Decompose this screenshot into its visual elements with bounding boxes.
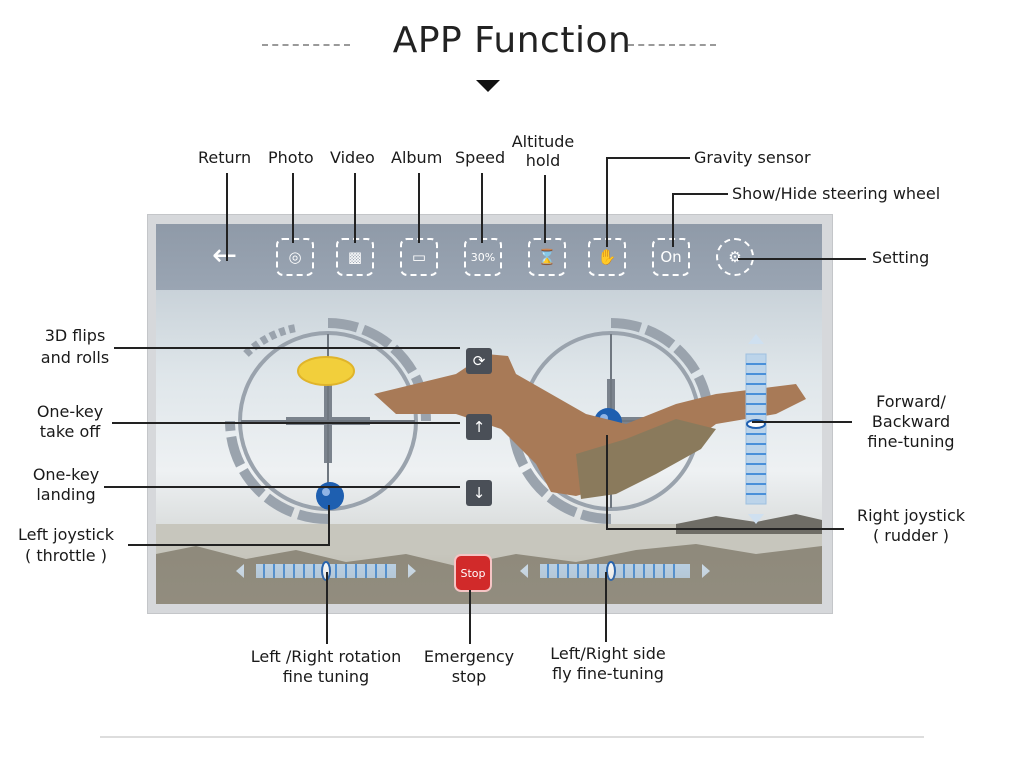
arrow-up-icon[interactable]: ↑ (466, 414, 492, 440)
page-title: APP Function (392, 20, 632, 61)
callout-right-joystick-v (606, 435, 608, 530)
callout-video (354, 173, 356, 243)
label-gravity-sensor: Gravity sensor (694, 148, 811, 167)
label-right-joystick-1: Right joystick (856, 506, 966, 525)
label-photo: Photo (268, 148, 314, 167)
callout-photo (292, 173, 294, 243)
callout-flips (114, 347, 460, 349)
label-emergency-2: stop (451, 667, 487, 686)
arrow-left-icon[interactable]: ← (212, 238, 238, 273)
label-side-1: Left/Right side (550, 644, 666, 663)
title-divider-right (628, 44, 716, 46)
label-landing-2: landing (36, 485, 96, 504)
label-altitude-hold-2: hold (525, 151, 561, 170)
callout-fwd (752, 421, 852, 423)
label-flips-2: and rolls (40, 348, 110, 367)
app-screen-panel: ← ◎ ▩ ▭ 30% ⌛ ✋ On ⚙ ⟳ ↑ ↓ Stop (147, 214, 833, 614)
callout-return (226, 173, 228, 261)
app-screen: ← ◎ ▩ ▭ 30% ⌛ ✋ On ⚙ ⟳ ↑ ↓ Stop (156, 224, 822, 604)
video-camera-icon[interactable]: ▩ (336, 238, 374, 276)
gear-icon[interactable]: ⚙ (716, 238, 754, 276)
screen-scene (156, 318, 822, 604)
label-altitude-hold-1: Altitude (511, 132, 575, 151)
callout-takeoff (112, 422, 460, 424)
label-landing-1: One-key (32, 465, 100, 484)
rotation-slider (236, 561, 416, 581)
label-return: Return (198, 148, 252, 167)
label-side-2: fly fine-tuning (552, 664, 664, 683)
callout-album (418, 173, 420, 243)
frisbee (297, 356, 355, 386)
callout-setting (738, 258, 866, 260)
diving-man (374, 354, 806, 499)
header: APP Function (0, 0, 1024, 110)
caret-down-icon (476, 80, 500, 92)
hourglass-icon[interactable]: ⌛ (528, 238, 566, 276)
label-emergency-1: Emergency (423, 647, 515, 666)
label-video: Video (330, 148, 375, 167)
callout-gravity-v (606, 157, 608, 247)
forward-backward-slider (745, 334, 767, 524)
callout-side (605, 572, 607, 642)
label-left-joystick-1: Left joystick (17, 525, 114, 544)
callout-wheel-h (672, 193, 728, 195)
callout-gravity-h (606, 157, 690, 159)
label-rotation-1: Left /Right rotation (250, 647, 402, 666)
label-album: Album (391, 148, 443, 167)
arrow-down-icon[interactable]: ↓ (466, 480, 492, 506)
callout-altitude (544, 175, 546, 243)
camera-icon[interactable]: ◎ (276, 238, 314, 276)
callout-left-joystick-v (328, 505, 330, 546)
spiral-icon[interactable]: ⟳ (466, 348, 492, 374)
label-fwd-2: Backward (871, 412, 951, 431)
label-flips-1: 3D flips (44, 326, 106, 345)
label-fwd-3: fine-tuning (867, 432, 955, 451)
label-setting: Setting (872, 248, 930, 267)
left-joystick-ball (316, 482, 344, 510)
label-rotation-2: fine tuning (282, 667, 370, 686)
label-fwd-1: Forward/ (876, 392, 946, 411)
callout-left-joystick-h (128, 544, 328, 546)
label-speed: Speed (455, 148, 506, 167)
top-toolbar: ← ◎ ▩ ▭ 30% ⌛ ✋ On ⚙ (156, 224, 822, 290)
title-divider-left (262, 44, 350, 46)
callout-right-joystick-h (606, 528, 844, 530)
side-fly-slider (520, 561, 710, 581)
speed-button[interactable]: 30% (464, 238, 502, 276)
label-show-hide-wheel: Show/Hide steering wheel (732, 184, 941, 203)
label-takeoff-2: take off (39, 422, 101, 441)
label-right-joystick-2: ( rudder ) (872, 526, 950, 545)
toggle-wheel-button[interactable]: On (652, 238, 690, 276)
label-takeoff-1: One-key (36, 402, 104, 421)
distant-cliff (676, 514, 822, 534)
footer-divider (100, 736, 924, 738)
callout-emergency (469, 590, 471, 644)
callout-landing (104, 486, 460, 488)
callout-wheel-v (672, 193, 674, 247)
emergency-stop-button[interactable]: Stop (456, 556, 490, 590)
callout-speed (481, 173, 483, 243)
folder-icon[interactable]: ▭ (400, 238, 438, 276)
callout-rotation (326, 572, 328, 644)
label-left-joystick-2: ( throttle ) (25, 546, 107, 565)
